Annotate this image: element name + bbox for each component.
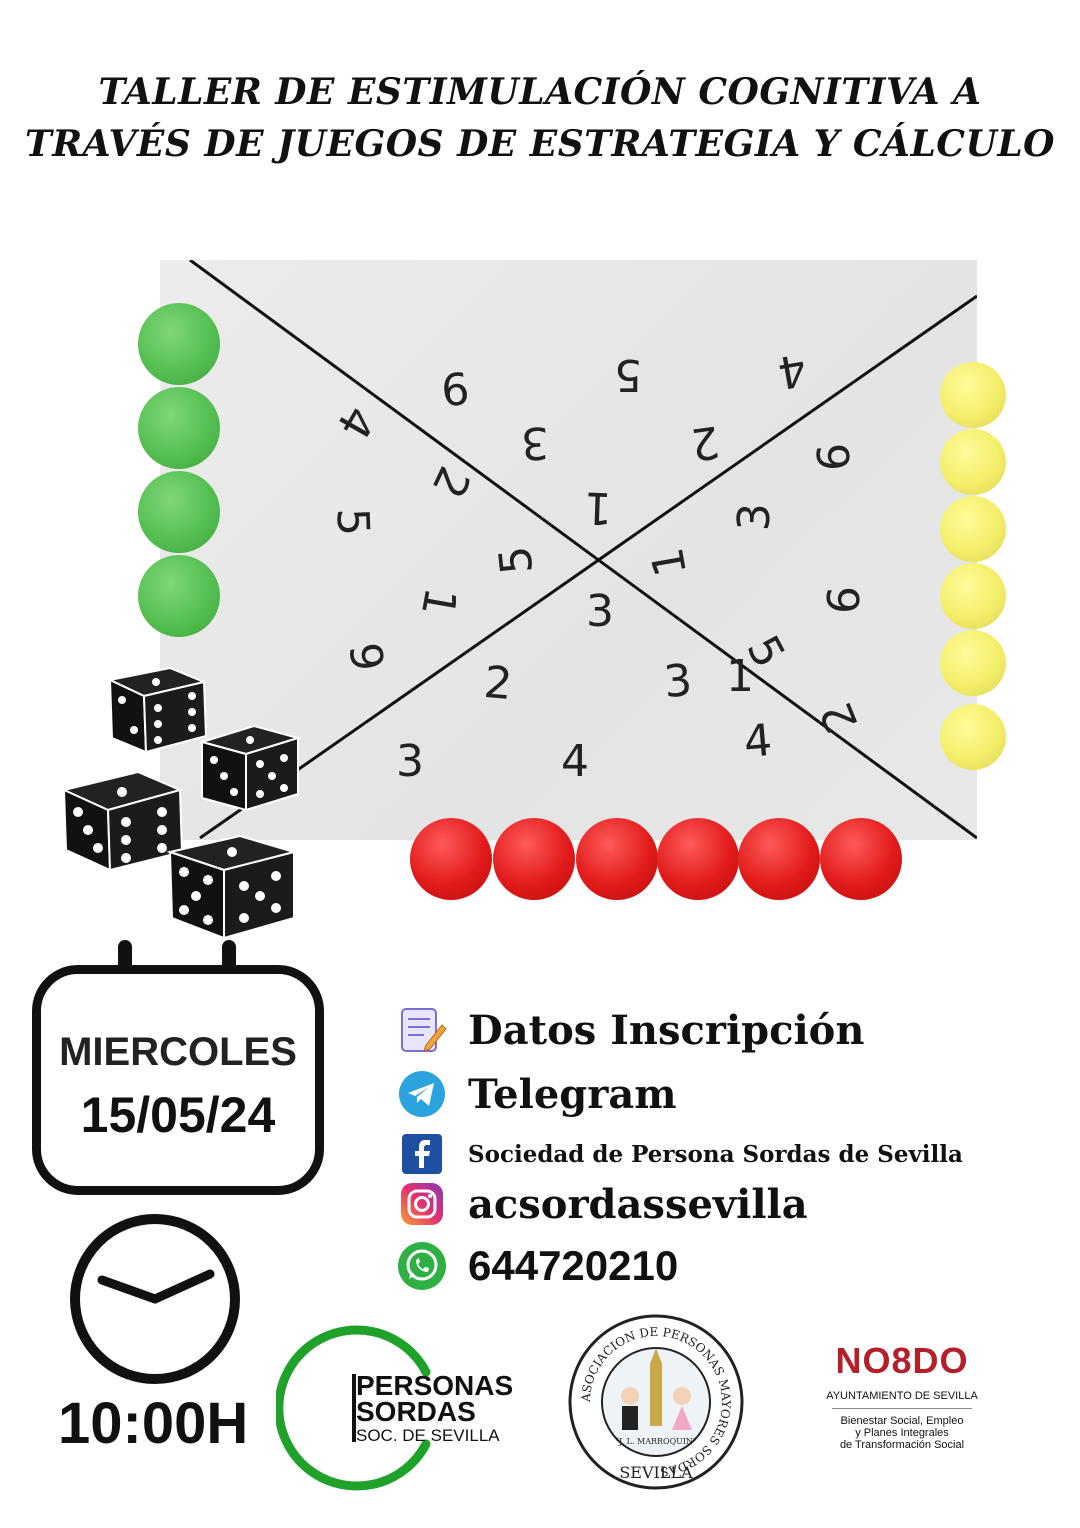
board-digit: 2 <box>481 656 515 711</box>
dice-icon <box>60 770 184 872</box>
nodo-sub: de Transformación Social <box>839 1439 965 1451</box>
board-digit: 1 <box>641 543 698 581</box>
logo-text: PERSONAS <box>356 1370 514 1401</box>
contact-text: Telegram <box>468 1070 677 1118</box>
board-digit: 4 <box>561 736 589 787</box>
dice-icon <box>166 834 298 940</box>
calendar-icon: MIERCOLES 15/05/24 <box>32 965 324 1195</box>
board-digit: 6 <box>808 442 861 472</box>
contact-text: Sociedad de Persona Sordas de Sevilla <box>468 1140 963 1168</box>
logo-text: SORDAS <box>356 1396 476 1427</box>
yellow-ball <box>940 496 1006 562</box>
contact-text: 644720210 <box>468 1242 679 1289</box>
dice-icon <box>198 724 302 812</box>
notepad-pencil-icon <box>396 1004 448 1056</box>
nodo-logo: NO8DO AYUNTAMIENTO DE SEVILLA Bienestar … <box>812 1340 992 1451</box>
dice-icon <box>106 666 208 754</box>
instagram-icon <box>396 1178 448 1230</box>
red-ball <box>820 818 902 900</box>
facebook-icon <box>396 1128 448 1180</box>
event-date: 15/05/24 <box>80 1087 276 1143</box>
board-digit: 2 <box>687 415 723 470</box>
clock-icon <box>70 1214 240 1384</box>
board-digit: 9 <box>438 360 472 415</box>
board-digit: 1 <box>410 583 467 621</box>
title-line-1: TALLER DE ESTIMULACIÓN COGNITIVA A <box>98 71 982 113</box>
board-digit: 3 <box>520 416 550 469</box>
personas-sordas-logo: PERSONAS SORDAS SOC. DE SEVILLA <box>276 1322 526 1492</box>
board-digit: 1 <box>726 651 754 702</box>
board-digit: 5 <box>326 507 379 537</box>
yellow-ball <box>940 630 1006 696</box>
board-digit: 1 <box>583 481 613 534</box>
telegram-icon <box>396 1068 448 1120</box>
nodo-sub: Bienestar Social, Empleo <box>840 1415 964 1427</box>
board-digit: 3 <box>396 736 424 787</box>
contact-telegram[interactable]: Telegram <box>396 1068 677 1120</box>
asociacion-inner-text: "J. L. MARROQUIN" <box>615 1437 696 1446</box>
board-digit: 5 <box>614 349 642 400</box>
yellow-ball <box>940 563 1006 629</box>
poster-title: TALLER DE ESTIMULACIÓN COGNITIVA A TRAVÉ… <box>0 66 1080 170</box>
board-digit: 6 <box>818 585 871 615</box>
red-ball <box>576 818 658 900</box>
contact-facebook[interactable]: Sociedad de Persona Sordas de Sevilla <box>396 1128 963 1180</box>
red-ball <box>410 818 492 900</box>
board-digit: 5 <box>489 543 544 577</box>
whatsapp-icon <box>396 1240 448 1292</box>
contact-registration: Datos Inscripción <box>396 1004 864 1056</box>
event-time: 10:00H <box>58 1391 249 1456</box>
green-ball <box>138 303 220 385</box>
contact-text: Datos Inscripción <box>468 1006 865 1054</box>
board-diagonals <box>189 260 977 840</box>
board-digit: 9 <box>338 639 393 675</box>
red-ball <box>657 818 739 900</box>
green-ball <box>138 471 220 553</box>
board-digit: 3 <box>728 502 781 532</box>
green-ball <box>138 387 220 469</box>
nodo-word: NO8DO <box>835 1340 969 1381</box>
board-digit: 4 <box>773 342 811 399</box>
event-day: MIERCOLES <box>59 1030 297 1074</box>
red-ball <box>493 818 575 900</box>
yellow-ball <box>940 704 1006 770</box>
asociacion-city: SEVILLA <box>619 1463 693 1482</box>
contact-text: acsordassevilla <box>468 1180 808 1228</box>
board-digit: 4 <box>741 714 775 769</box>
contact-instagram[interactable]: acsordassevilla <box>396 1178 808 1230</box>
board-digit: 3 <box>661 654 695 709</box>
nodo-sub: AYUNTAMIENTO DE SEVILLA <box>826 1390 978 1402</box>
asociacion-logo: ASOCIACION DE PERSONAS MAYORES SORDAS "J… <box>566 1312 746 1492</box>
logo-text: SOC. DE SEVILLA <box>356 1426 500 1445</box>
title-line-2: TRAVÉS DE JUEGOS DE ESTRATEGIA Y CÁLCULO <box>24 123 1056 165</box>
contact-whatsapp[interactable]: 644720210 <box>396 1240 678 1292</box>
nodo-sub: y Planes Integrales <box>855 1427 949 1439</box>
yellow-ball <box>940 362 1006 428</box>
green-ball <box>138 555 220 637</box>
board-digit: 3 <box>586 586 614 637</box>
red-ball <box>738 818 820 900</box>
yellow-ball <box>940 429 1006 495</box>
